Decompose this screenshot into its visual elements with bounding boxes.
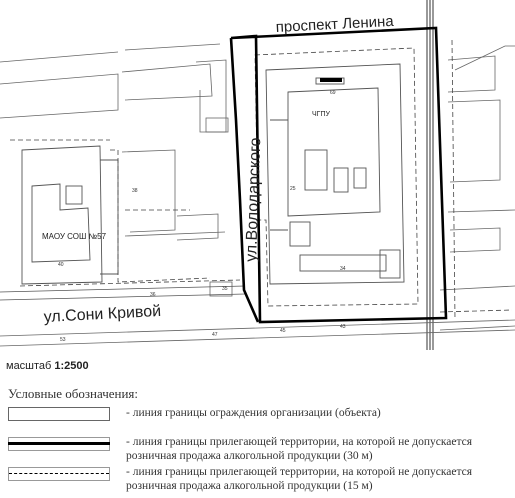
street-label-lenina: проспект Ленина xyxy=(275,13,394,36)
building-number-47: 47 xyxy=(212,332,218,338)
street-label-soni-krivoy: ул.Сони Кривой xyxy=(43,303,161,326)
building-number-35: 35 xyxy=(222,286,228,292)
background-blocks xyxy=(0,43,515,347)
object-buildings xyxy=(265,63,405,285)
building-number-69: 69 xyxy=(330,90,336,96)
boundary-30m-line-west xyxy=(229,37,260,323)
railway-lines xyxy=(426,0,434,350)
map-scale: масштаб 1:2500 xyxy=(6,360,89,372)
building-number-43: 43 xyxy=(340,324,346,330)
legend-text-30m: - линия границы прилегающей территории, … xyxy=(126,436,473,462)
legend-swatch-15m xyxy=(8,467,110,481)
street-soni-krivoy-lines xyxy=(0,285,246,301)
building-number-38: 38 xyxy=(132,188,138,194)
building-number-53: 53 xyxy=(60,337,66,343)
legend-swatch-fence xyxy=(8,407,110,421)
street-label-volodarskogo: ул.Володарского xyxy=(243,137,264,262)
object-label-chgpu: ЧГПУ xyxy=(312,111,330,118)
cadastral-map: проспект Ленина ул.Володарского ул.Сони … xyxy=(0,0,515,350)
building-number-40: 40 xyxy=(58,262,64,268)
building-number-36: 36 xyxy=(150,292,156,298)
legend-text-fence: - линия границы ограждения организации (… xyxy=(126,407,381,419)
legend-swatch-30m xyxy=(8,437,110,451)
school-label: МАОУ СОШ №57 xyxy=(42,232,107,241)
scale-prefix: масштаб xyxy=(6,360,52,372)
building-numbers: 69 40 34 36 35 38 43 45 47 25 53 xyxy=(58,90,346,343)
object-entrance-mark xyxy=(320,78,342,82)
building-number-34: 34 xyxy=(340,266,346,272)
building-number-25: 25 xyxy=(290,186,296,192)
boundary-30m-line xyxy=(230,26,448,324)
legend-text-15m: - линия границы прилегающей территории, … xyxy=(126,466,473,492)
scale-value: 1:2500 xyxy=(54,360,89,372)
building-number-45: 45 xyxy=(280,328,286,334)
legend-title: Условные обозначения: xyxy=(8,386,139,401)
